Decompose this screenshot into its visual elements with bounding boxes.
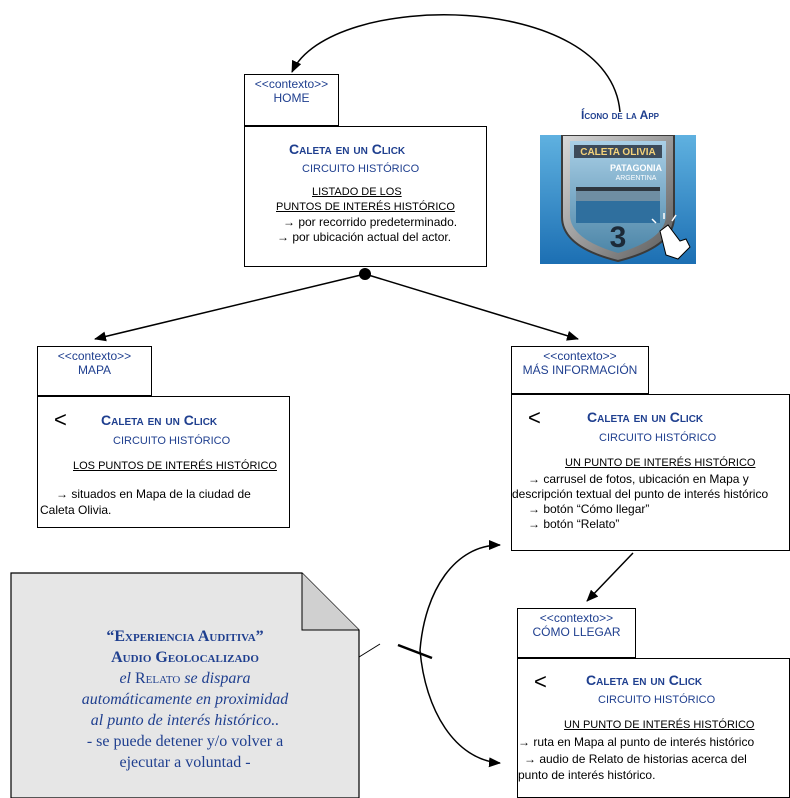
app-icon-number: 3: [610, 221, 627, 254]
app-icon-banner-country: ARGENTINA: [616, 175, 657, 182]
arrow-home-to-mapa: [94, 273, 366, 342]
mapa-line-2: Caleta Olivia.: [40, 503, 112, 517]
app-icon: CALETA OLIVIA PATAGONIA ARGENTINA 3: [540, 135, 696, 264]
masinfo-stereotype: <<contexto>>: [543, 349, 617, 363]
note-line-2: Audio Geolocalizado: [111, 649, 259, 666]
mapa-heading: LOS PUNTOS DE INTERÉS HISTÓRICO: [73, 460, 277, 472]
comollegar-heading: UN PUNTO DE INTERÉS HISTÓRICO: [564, 719, 755, 731]
masinfo-context-tab: <<contexto>> MÁS INFORMACIÓN: [511, 346, 649, 394]
home-heading-1: LISTADO DE LOS: [312, 186, 402, 198]
home-item-route: → por recorrido predeterminado.: [283, 215, 458, 229]
note-line-3c: se dispara: [184, 670, 251, 687]
app-icon-banner-region: PATAGONIA: [610, 163, 662, 173]
mapa-title: Caleta en un Click: [101, 412, 218, 428]
masinfo-title: Caleta en un Click: [587, 409, 704, 425]
comollegar-back-button[interactable]: <: [534, 669, 547, 694]
home-stereotype: <<contexto>>: [254, 77, 329, 91]
comollegar-line-1: → ruta en Mapa al punto de interés histó…: [518, 735, 755, 749]
mapa-name: MAPA: [77, 363, 112, 377]
comollegar-name: CÓMO LLEGAR: [532, 625, 621, 639]
arrow-arc-to-masinfo: [419, 540, 501, 651]
note-line-3: el Relato se dispara: [10, 668, 360, 689]
home-item-location: → por ubicación actual del actor.: [277, 230, 452, 244]
comollegar-subtitle: CIRCUITO HISTÓRICO: [598, 694, 716, 706]
note-line-4: automáticamente en proximidad: [81, 691, 289, 708]
masinfo-name: MÁS INFORMACIÓN: [522, 363, 638, 377]
comollegar-line-2: → audio de Relato de historias acerca de…: [524, 752, 747, 766]
home-title: Caleta en un Click: [289, 141, 406, 157]
masinfo-line-3: → botón “Cómo llegar”: [528, 502, 650, 516]
arrow-arc-to-comollegar: [419, 649, 501, 768]
note-text: “Experiencia Auditiva” Audio Geolocaliza…: [10, 626, 360, 773]
note-anchor-tick: [397, 643, 433, 660]
comollegar-title: Caleta en un Click: [586, 672, 703, 688]
masinfo-line-4: → botón “Relato”: [528, 517, 620, 531]
home-screen: Caleta en un Click CIRCUITO HISTÓRICO LI…: [244, 126, 487, 267]
hand-tap-icon: [651, 213, 691, 260]
app-icon-banner-city: CALETA OLIVIA: [580, 147, 656, 158]
app-icon-artwork: CALETA OLIVIA PATAGONIA ARGENTINA 3: [540, 135, 696, 264]
home-name: HOME: [273, 91, 310, 105]
note-line-3b: Relato: [135, 670, 181, 687]
arrow-app-to-home: [291, 14, 621, 113]
masinfo-back-button[interactable]: <: [528, 405, 541, 430]
masinfo-subtitle: CIRCUITO HISTÓRICO: [599, 432, 717, 444]
note-line-5: al punto de interés histórico..: [90, 712, 280, 729]
comollegar-screen: < Caleta en un Click CIRCUITO HISTÓRICO …: [517, 658, 790, 798]
mapa-context-tab: <<contexto>> MAPA: [37, 346, 152, 396]
note-shape: [10, 572, 360, 798]
masinfo-line-1: → carrusel de fotos, ubicación en Mapa y: [528, 472, 749, 486]
comollegar-line-3: punto de interés histórico.: [518, 768, 656, 782]
masinfo-line-2: descripción textual del punto de interés…: [512, 487, 769, 501]
arrow-home-to-masinfo: [364, 273, 579, 341]
comollegar-stereotype: <<contexto>>: [539, 611, 614, 625]
home-heading-2: PUNTOS DE INTERÉS HISTÓRICO: [276, 201, 455, 213]
note-line-3a: el: [119, 670, 131, 687]
masinfo-heading: UN PUNTO DE INTERÉS HISTÓRICO: [565, 457, 756, 469]
home-subtitle: CIRCUITO HISTÓRICO: [302, 163, 420, 175]
note-line-6: - se puede detener y/o volver a: [86, 733, 284, 750]
arrow-masinfo-to-comollegar: [586, 552, 634, 602]
mapa-back-button[interactable]: <: [54, 407, 67, 432]
app-icon-label: Ícono de la App: [580, 108, 659, 122]
mapa-screen: < Caleta en un Click CIRCUITO HISTÓRICO …: [37, 396, 290, 528]
masinfo-screen: < Caleta en un Click CIRCUITO HISTÓRICO …: [511, 394, 790, 551]
note-line-1: “Experiencia Auditiva”: [106, 628, 264, 645]
note-line-7: ejecutar a voluntad -: [119, 754, 251, 771]
comollegar-context-tab: <<contexto>> CÓMO LLEGAR: [517, 608, 636, 658]
mapa-stereotype: <<contexto>>: [57, 349, 132, 363]
home-context-tab: <<contexto>> HOME: [244, 74, 339, 126]
mapa-subtitle: CIRCUITO HISTÓRICO: [113, 435, 231, 447]
mapa-line-1: → situados en Mapa de la ciudad de: [56, 487, 251, 501]
